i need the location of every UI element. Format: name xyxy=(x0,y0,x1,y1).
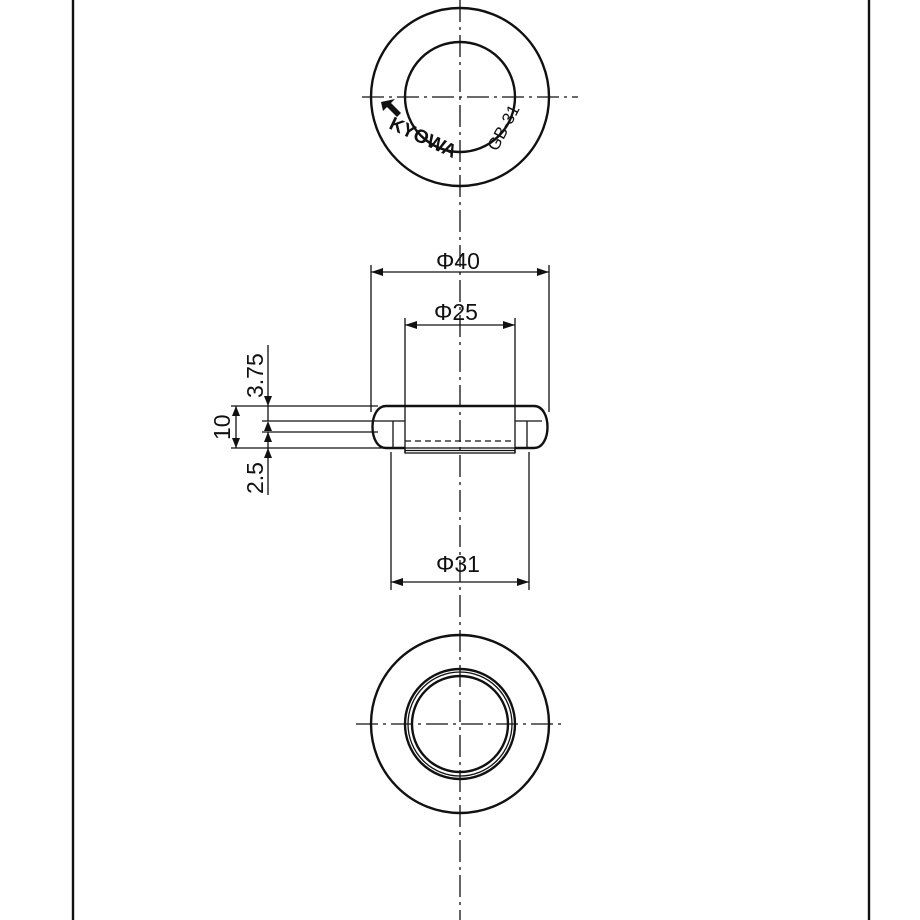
dimension-label-mounting-diameter: Φ31 xyxy=(436,551,480,577)
arrowhead xyxy=(503,321,515,329)
arrowhead xyxy=(264,432,272,442)
side-view-right-flange xyxy=(515,404,549,450)
dimension-label-flange-thickness: 3.75 xyxy=(242,353,268,398)
brand-marking: KYOWA xyxy=(386,113,460,162)
dimension-mounting-diameter: Φ31 xyxy=(390,452,530,590)
dimension-label-groove-width: 2.5 xyxy=(242,462,268,494)
model-marking: GB-31 xyxy=(484,102,524,154)
dimension-label-total-height: 10 xyxy=(209,414,235,440)
dimension-label-inner-diameter: Φ25 xyxy=(434,299,478,325)
dimension-label-outer-diameter: Φ40 xyxy=(436,248,480,274)
arrowhead xyxy=(405,321,417,329)
arrowhead xyxy=(232,406,240,416)
top-view: KYOWA GB-31 xyxy=(362,6,578,188)
dimension-inner-diameter: Φ25 xyxy=(404,299,516,406)
side-view-left-flange xyxy=(371,404,405,450)
arrowhead xyxy=(264,421,272,431)
bottom-view xyxy=(356,633,566,815)
arrowhead xyxy=(264,448,272,458)
dimension-heights: 3.75 10 2.5 xyxy=(209,345,405,495)
arrowhead xyxy=(232,438,240,448)
arrowhead xyxy=(517,578,529,586)
side-view xyxy=(371,404,549,454)
arrowhead xyxy=(391,578,403,586)
arrowhead xyxy=(371,268,383,276)
arrowhead xyxy=(537,268,549,276)
dimension-outer-diameter: Φ40 xyxy=(370,248,550,412)
brand-arrow-icon xyxy=(381,99,401,117)
arrowhead xyxy=(264,396,272,406)
